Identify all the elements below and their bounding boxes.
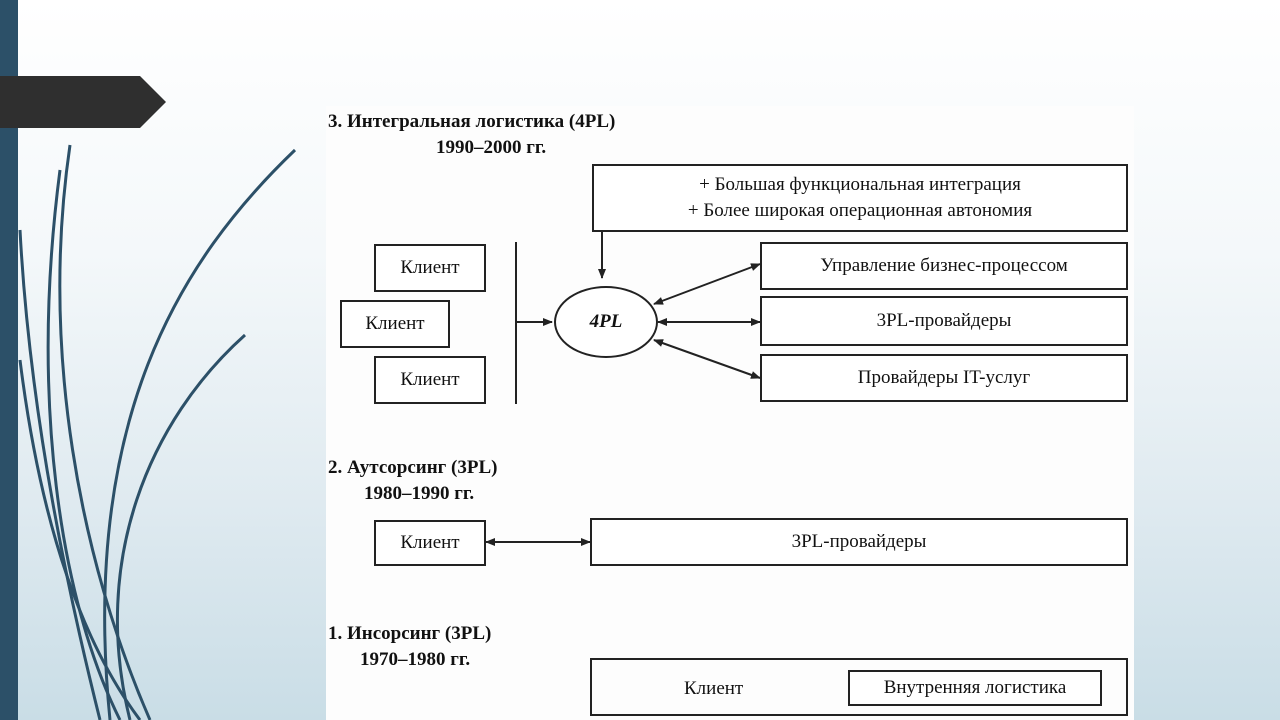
title-tab bbox=[0, 76, 166, 128]
note-integration: + Большая функциональная интеграция bbox=[699, 174, 1021, 195]
level1-container-box: Клиент bbox=[590, 658, 1128, 716]
level2-title: 2. Аутсорсинг (3PL) bbox=[328, 457, 498, 478]
level2-provider-box: 3PL-провайдеры bbox=[590, 518, 1128, 566]
left-accent-bar bbox=[0, 0, 18, 720]
level1-period: 1970–1980 гг. bbox=[360, 649, 471, 670]
level2-client-box: Клиент bbox=[374, 520, 486, 566]
level1-client-label: Клиент bbox=[684, 678, 744, 699]
hub-business-arrow bbox=[653, 263, 761, 305]
leaf-decoration bbox=[18, 144, 297, 720]
service-3pl-box: 3PL-провайдеры bbox=[760, 296, 1128, 346]
logistics-evolution-diagram: 3. Интегральная логистика (4PL) 1990–200… bbox=[326, 106, 1134, 720]
level3-client-box: Клиент bbox=[374, 356, 486, 404]
service-business-process-box: Управление бизнес-процессом bbox=[760, 242, 1128, 290]
level3-client-box: Клиент bbox=[340, 300, 450, 348]
4pl-hub: 4PL bbox=[554, 286, 658, 358]
service-it-box: Провайдеры IT-услуг bbox=[760, 354, 1128, 402]
level2-period: 1980–1990 гг. bbox=[364, 483, 475, 504]
diagram-connectors bbox=[485, 232, 761, 546]
level3-notes-box: + Большая функциональная интеграция + Бо… bbox=[592, 164, 1128, 232]
note-autonomy: + Более широкая операционная автономия bbox=[687, 200, 1033, 221]
level1-title: 1. Инсорсинг (3PL) bbox=[328, 623, 492, 644]
level3-title: 3. Интегральная логистика (4PL) bbox=[328, 111, 616, 132]
hub-it-arrow bbox=[653, 339, 761, 379]
level1-internal-logistics-box: Внутренняя логистика bbox=[848, 670, 1102, 706]
level3-period: 1990–2000 гг. bbox=[436, 137, 547, 158]
level3-client-box: Клиент bbox=[374, 244, 486, 292]
